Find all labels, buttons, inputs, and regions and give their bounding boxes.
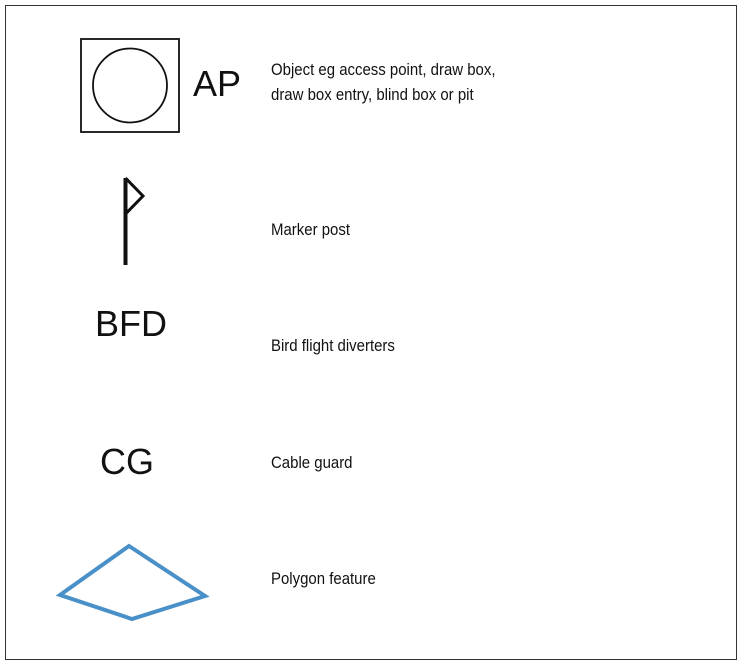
ap-description-line-2: draw box entry, blind box or pit	[271, 85, 474, 104]
polygon-feature-shape	[55, 543, 210, 622]
cg-label: CG	[100, 441, 154, 482]
bfd-description-line: Bird flight diverters	[271, 336, 395, 355]
polygon-description: Polygon feature	[271, 566, 376, 591]
ap-label: AP	[193, 63, 242, 104]
marker-post-flag	[124, 176, 146, 216]
cg-description-line: Cable guard	[271, 453, 353, 472]
cg-description: Cable guard	[271, 450, 353, 475]
access-point-box	[80, 38, 180, 133]
polygon-description-line: Polygon feature	[271, 569, 376, 588]
marker-post-description: Marker post	[271, 217, 350, 242]
ap-description-line-1: Object eg access point, draw box,	[271, 60, 496, 79]
bfd-label: BFD	[95, 303, 167, 344]
marker-post-description-line: Marker post	[271, 220, 350, 239]
access-point-circle	[92, 47, 168, 124]
bfd-description: Bird flight diverters	[271, 333, 395, 358]
legend-frame	[5, 5, 737, 660]
ap-description: Object eg access point, draw box, draw b…	[271, 57, 496, 107]
